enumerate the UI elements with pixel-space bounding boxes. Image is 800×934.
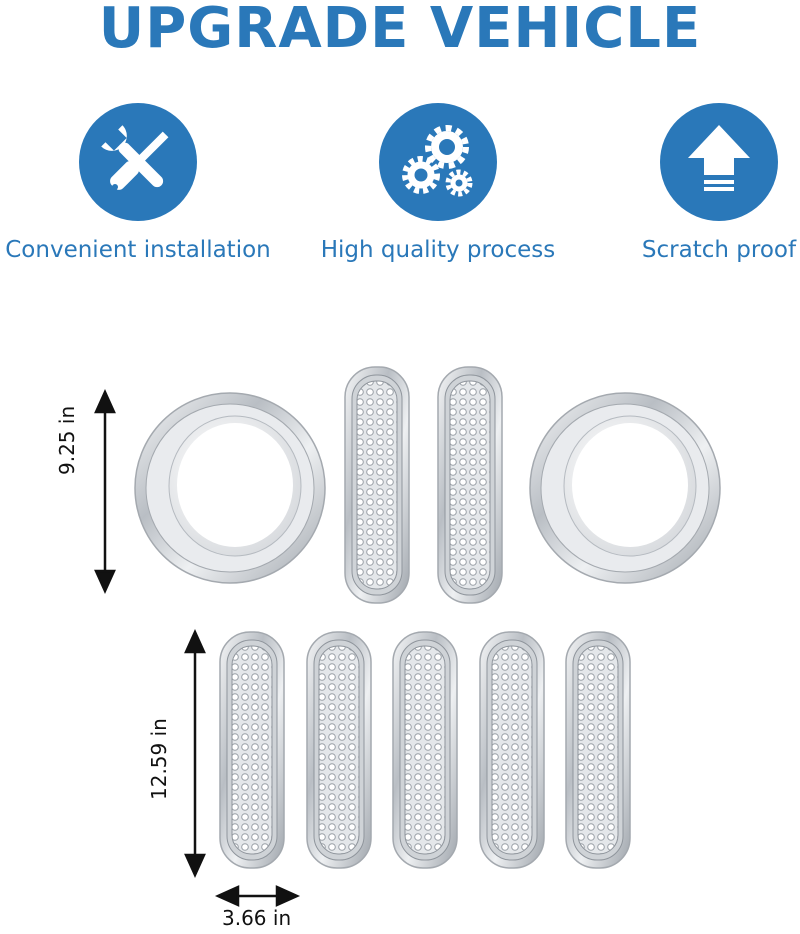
feature-scratch-proof: Scratch proof xyxy=(584,103,800,263)
feature-label: Convenient installation xyxy=(5,237,271,263)
ring-height-label: 9.25 in xyxy=(55,405,79,475)
dimension-arrows xyxy=(94,388,301,907)
page-title: UPGRADE VEHICLE xyxy=(98,0,702,61)
grille-insert xyxy=(344,366,410,604)
headlight-ring-left xyxy=(134,392,326,584)
feature-label: Scratch proof xyxy=(641,237,797,263)
headlight-ring-right xyxy=(529,392,721,584)
grille-height-label: 12.59 in xyxy=(147,718,171,800)
grille-width-label: 3.66 in xyxy=(222,906,292,930)
grille-insert xyxy=(437,366,503,604)
gears-icon xyxy=(379,103,497,221)
up-arrow-icon xyxy=(660,103,778,221)
grille-insert xyxy=(392,631,458,869)
grille-insert xyxy=(306,631,372,869)
feature-convenient-installation: Convenient installation xyxy=(3,103,273,263)
feature-high-quality-process: High quality process xyxy=(303,103,573,263)
wrench-screwdriver-icon xyxy=(79,103,197,221)
feature-label: High quality process xyxy=(320,237,556,263)
grille-insert xyxy=(565,631,631,869)
grille-insert xyxy=(219,631,285,869)
grille-insert xyxy=(479,631,545,869)
